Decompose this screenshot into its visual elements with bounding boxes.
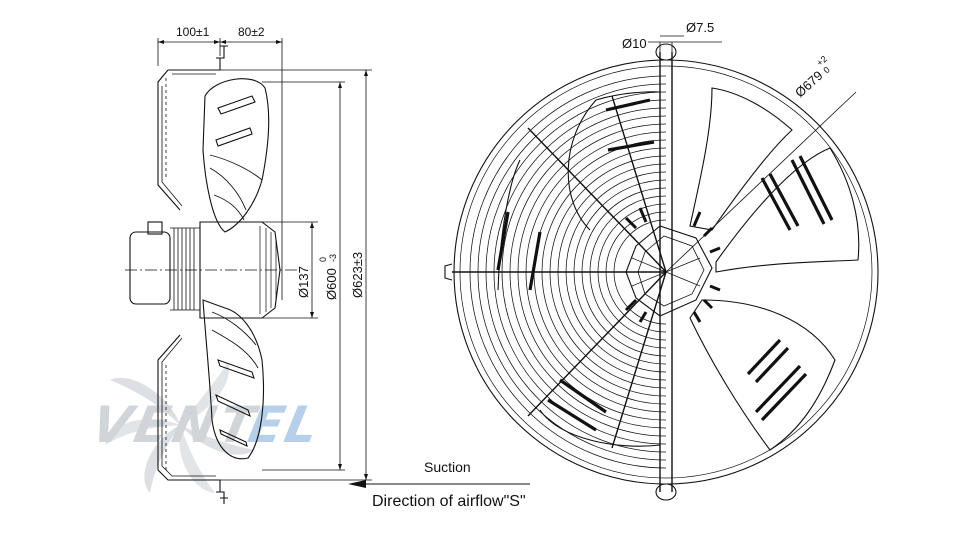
watermark-text-light: EL — [244, 396, 326, 454]
dim-ring-label: Ø679 — [792, 68, 826, 100]
front-hub — [625, 225, 713, 317]
guard-side-lug — [444, 263, 453, 281]
suction-label: Suction — [424, 459, 471, 475]
side-mount-lug-top — [216, 45, 228, 59]
rotor-hub — [199, 221, 281, 319]
front-blade-left-hidden — [567, 91, 661, 231]
dim-line-depth — [157, 38, 283, 300]
side-blade-lower — [202, 299, 264, 460]
front-view — [444, 35, 879, 501]
dim-ring-tol-lower: 0 — [821, 65, 831, 76]
dim-ring-group: Ø679 +2 0 — [792, 54, 832, 101]
dim-inner-label: Ø600 — [324, 268, 339, 300]
dim-inner-group: Ø600 0 -3 — [318, 254, 339, 300]
dim-depth2-label: 80±2 — [238, 25, 265, 39]
motor-fins — [170, 227, 201, 311]
dim-front-ring-leader — [665, 91, 857, 273]
dim-hub-label: Ø137 — [296, 266, 311, 298]
side-view — [125, 38, 530, 504]
guard-spokes — [452, 95, 667, 449]
dim-hole-spacing-label: Ø10 — [622, 36, 647, 51]
airflow-direction-label: Direction of airflow"S" — [372, 493, 526, 510]
watermark: VENT EL — [87, 363, 326, 493]
guard-vertical-bars — [659, 52, 673, 492]
dim-inner-tol-lower: -3 — [328, 254, 338, 262]
motor-cap — [147, 221, 163, 235]
dim-depth-label: 100±1 — [176, 25, 210, 39]
side-guard-inner — [161, 73, 216, 477]
dim-ring-tol-upper: +2 — [815, 54, 829, 68]
dim-inner-tol-upper: 0 — [318, 257, 328, 262]
front-blade-top — [689, 87, 793, 231]
side-mount-lug-bottom — [216, 491, 228, 504]
front-blade-right — [715, 147, 860, 273]
motor-body — [129, 231, 171, 305]
dim-hole-label: Ø7.5 — [686, 20, 714, 35]
watermark-text-dark: VENT — [87, 396, 264, 454]
watermark-fan-logo-icon — [105, 363, 255, 493]
side-blade-upper — [202, 78, 270, 233]
dim-outer-label: Ø623±3 — [350, 252, 365, 298]
